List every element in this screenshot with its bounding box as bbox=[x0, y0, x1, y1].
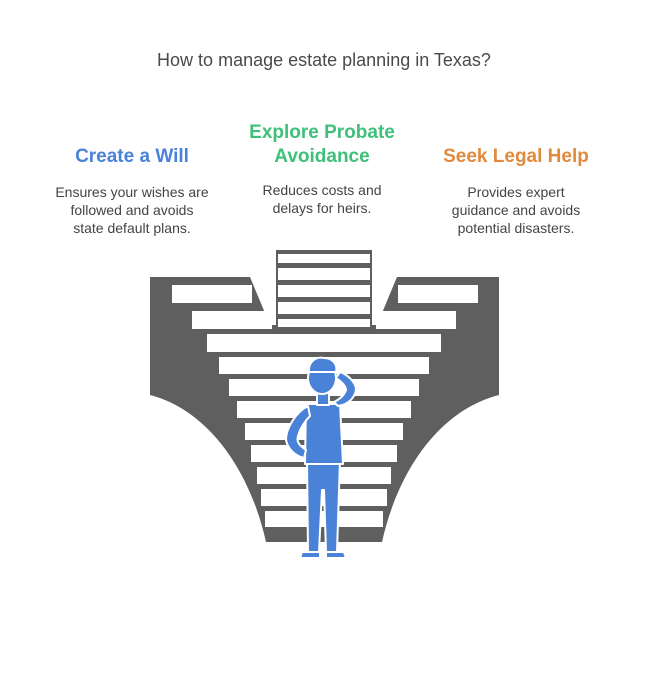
description-line: state default plans. bbox=[73, 220, 191, 236]
option-explore-probate-avoidance: Explore Probate Avoidance Reduces costs … bbox=[222, 121, 422, 217]
tower-steps bbox=[278, 254, 370, 327]
description-line: Provides expert bbox=[467, 184, 565, 200]
side-steps bbox=[172, 285, 478, 329]
description-line: followed and avoids bbox=[70, 202, 194, 218]
page-title: How to manage estate planning in Texas? bbox=[157, 50, 491, 70]
option-description: Ensures your wishes are followed and avo… bbox=[32, 183, 232, 237]
description-line: Reduces costs and bbox=[262, 182, 382, 198]
option-heading: Seek Legal Help bbox=[443, 146, 589, 167]
option-seek-legal-help: Seek Legal Help Provides expert guidance… bbox=[416, 145, 616, 237]
option-description: Provides expert guidance and avoids pote… bbox=[416, 183, 616, 237]
confused-person-icon bbox=[285, 356, 357, 559]
option-heading: Create a Will bbox=[75, 146, 189, 167]
heading-line: Avoidance bbox=[274, 146, 370, 167]
description-line: potential disasters. bbox=[457, 220, 575, 236]
description-line: Ensures your wishes are bbox=[55, 184, 209, 200]
description-line: guidance and avoids bbox=[451, 202, 581, 218]
option-heading: Explore Probate Avoidance bbox=[222, 121, 422, 169]
heading-line: Explore Probate bbox=[249, 122, 395, 143]
description-line: delays for heirs. bbox=[272, 200, 372, 216]
option-create-a-will: Create a Will Ensures your wishes are fo… bbox=[32, 145, 232, 237]
option-description: Reduces costs and delays for heirs. bbox=[222, 181, 422, 217]
